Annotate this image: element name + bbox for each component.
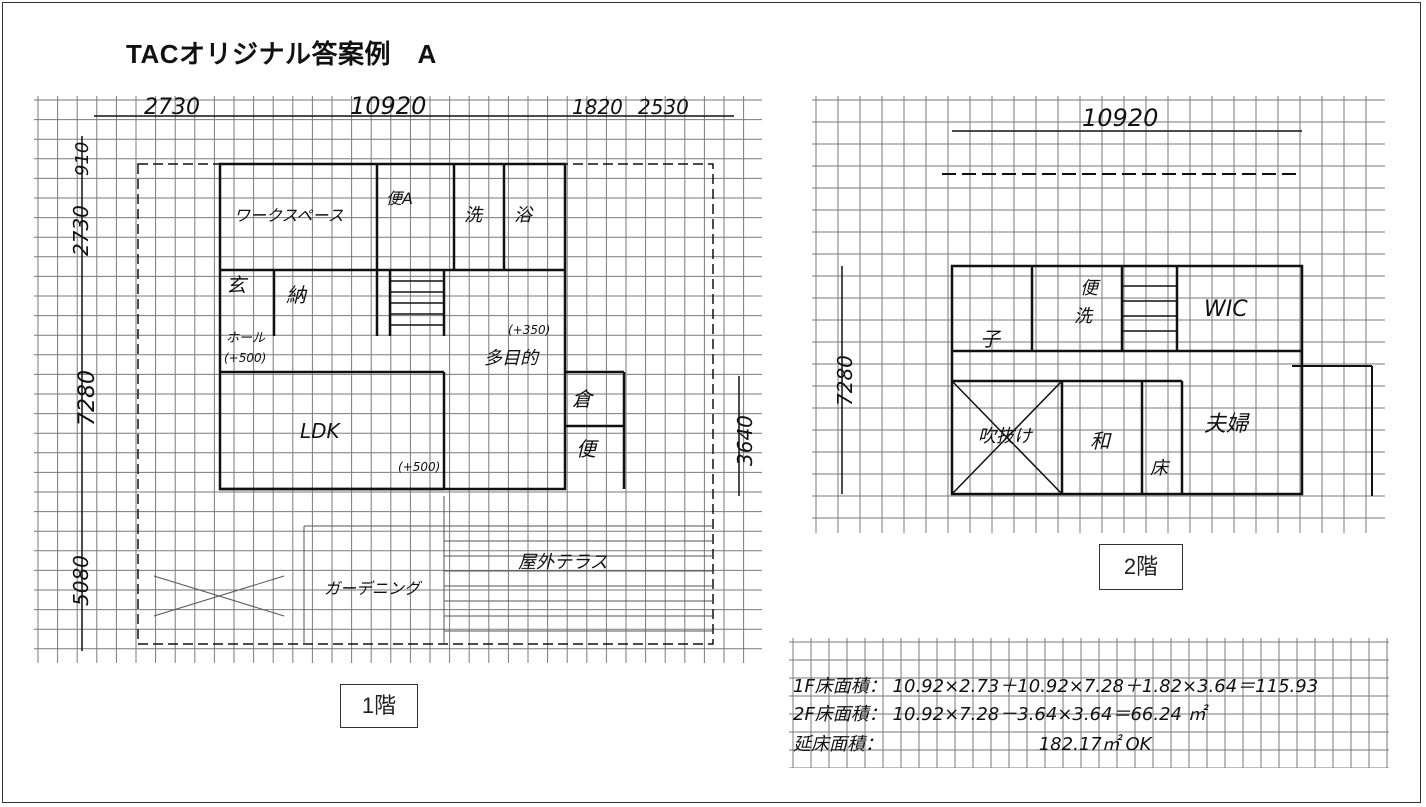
f1-room-storage: 納 bbox=[286, 283, 308, 307]
f1-dim-left-1: 910 bbox=[72, 142, 93, 176]
calc-row-1-formula: 10.92×2.73＋10.92×7.28＋1.82×3.64＝115.93 bbox=[892, 676, 1319, 697]
area-calculation: 1F床面積： 10.92×2.73＋10.92×7.28＋1.82×3.64＝1… bbox=[789, 638, 1389, 768]
f1-room-washroom: 洗 bbox=[464, 205, 484, 226]
f1-dim-top-1: 2730 bbox=[144, 96, 200, 120]
f1-room-toilet: 便 bbox=[576, 437, 599, 461]
calc-row-3-label: 延床面積： bbox=[793, 734, 883, 755]
calc-row-1-label: 1F床面積： bbox=[793, 676, 887, 697]
f2-room-void: 吹抜け bbox=[978, 426, 1034, 447]
area-calc-grid bbox=[789, 638, 1389, 768]
f2-room-wic: WIC bbox=[1204, 297, 1248, 322]
f1-room-hall-level: (+500) bbox=[224, 351, 266, 365]
floor2-drawing: 10920 7280 便 洗 WIC 子 吹抜け 和 夫婦 床 bbox=[812, 96, 1385, 533]
f1-room-multi-level: (+350) bbox=[508, 323, 550, 337]
calc-row-2: 2F床面積： 10.92×7.28－3.64×3.64＝66.24 ㎡ bbox=[793, 700, 1206, 726]
f2-room-floor: 床 bbox=[1150, 458, 1171, 479]
f2-room-toilet: 便 bbox=[1080, 278, 1101, 299]
f1-room-ldk-level: (+500) bbox=[398, 460, 440, 474]
f1-room-bath: 浴 bbox=[514, 205, 534, 226]
floor1-plan: 2730 10920 1820 2530 910 2730 7280 5080 … bbox=[34, 96, 762, 663]
f1-dim-top-4: 2530 bbox=[638, 96, 689, 119]
floor1-drawing: 2730 10920 1820 2530 910 2730 7280 5080 … bbox=[34, 96, 762, 663]
f1-room-terrace: 屋外テラス bbox=[518, 552, 608, 573]
f1-room-workspace: ワークスペース bbox=[234, 206, 344, 225]
f1-dim-left-4: 5080 bbox=[69, 555, 93, 606]
f1-room-hall: ホール bbox=[226, 331, 266, 346]
floor2-label: 2階 bbox=[1099, 544, 1183, 590]
f1-room-entrance: 玄 bbox=[226, 273, 249, 297]
floor2-plan: 10920 7280 便 洗 WIC 子 吹抜け 和 夫婦 床 bbox=[812, 96, 1385, 533]
f1-room-gardening: ガーデニング bbox=[324, 579, 423, 598]
f2-room-washroom: 洗 bbox=[1074, 306, 1094, 327]
f2-dim-top: 10920 bbox=[1082, 104, 1158, 132]
calc-row-2-formula: 10.92×7.28－3.64×3.64＝66.24 ㎡ bbox=[892, 704, 1206, 725]
f2-room-master: 夫婦 bbox=[1204, 412, 1250, 437]
f1-dim-left-2: 2730 bbox=[69, 205, 93, 256]
f1-room-toilet-a: 便A bbox=[386, 189, 413, 208]
site-boundary bbox=[137, 163, 714, 645]
f1-dim-top-3: 1820 bbox=[572, 96, 623, 119]
f2-room-japanese: 和 bbox=[1090, 429, 1112, 453]
calc-row-3-formula: 182.17㎡ OK bbox=[1038, 734, 1152, 755]
f1-room-warehouse: 倉 bbox=[572, 387, 595, 411]
f2-room-child: 子 bbox=[980, 327, 1002, 351]
f1-room-ldk: LDK bbox=[300, 419, 342, 443]
calc-row-3: 延床面積： 182.17㎡ OK bbox=[793, 730, 1151, 756]
f2-dim-left: 7280 bbox=[833, 355, 857, 406]
f1-dim-left-3: 7280 bbox=[75, 370, 100, 426]
page-title: TACオリジナル答案例 A bbox=[126, 39, 437, 69]
f1-dim-right-1: 3640 bbox=[733, 415, 757, 466]
floor1-label: 1階 bbox=[340, 684, 418, 728]
f1-dim-top-2: 10920 bbox=[350, 96, 426, 120]
f1-room-multipurpose: 多目的 bbox=[484, 348, 540, 369]
calc-row-1: 1F床面積： 10.92×2.73＋10.92×7.28＋1.82×3.64＝1… bbox=[793, 672, 1318, 698]
calc-row-2-label: 2F床面積： bbox=[793, 704, 887, 725]
